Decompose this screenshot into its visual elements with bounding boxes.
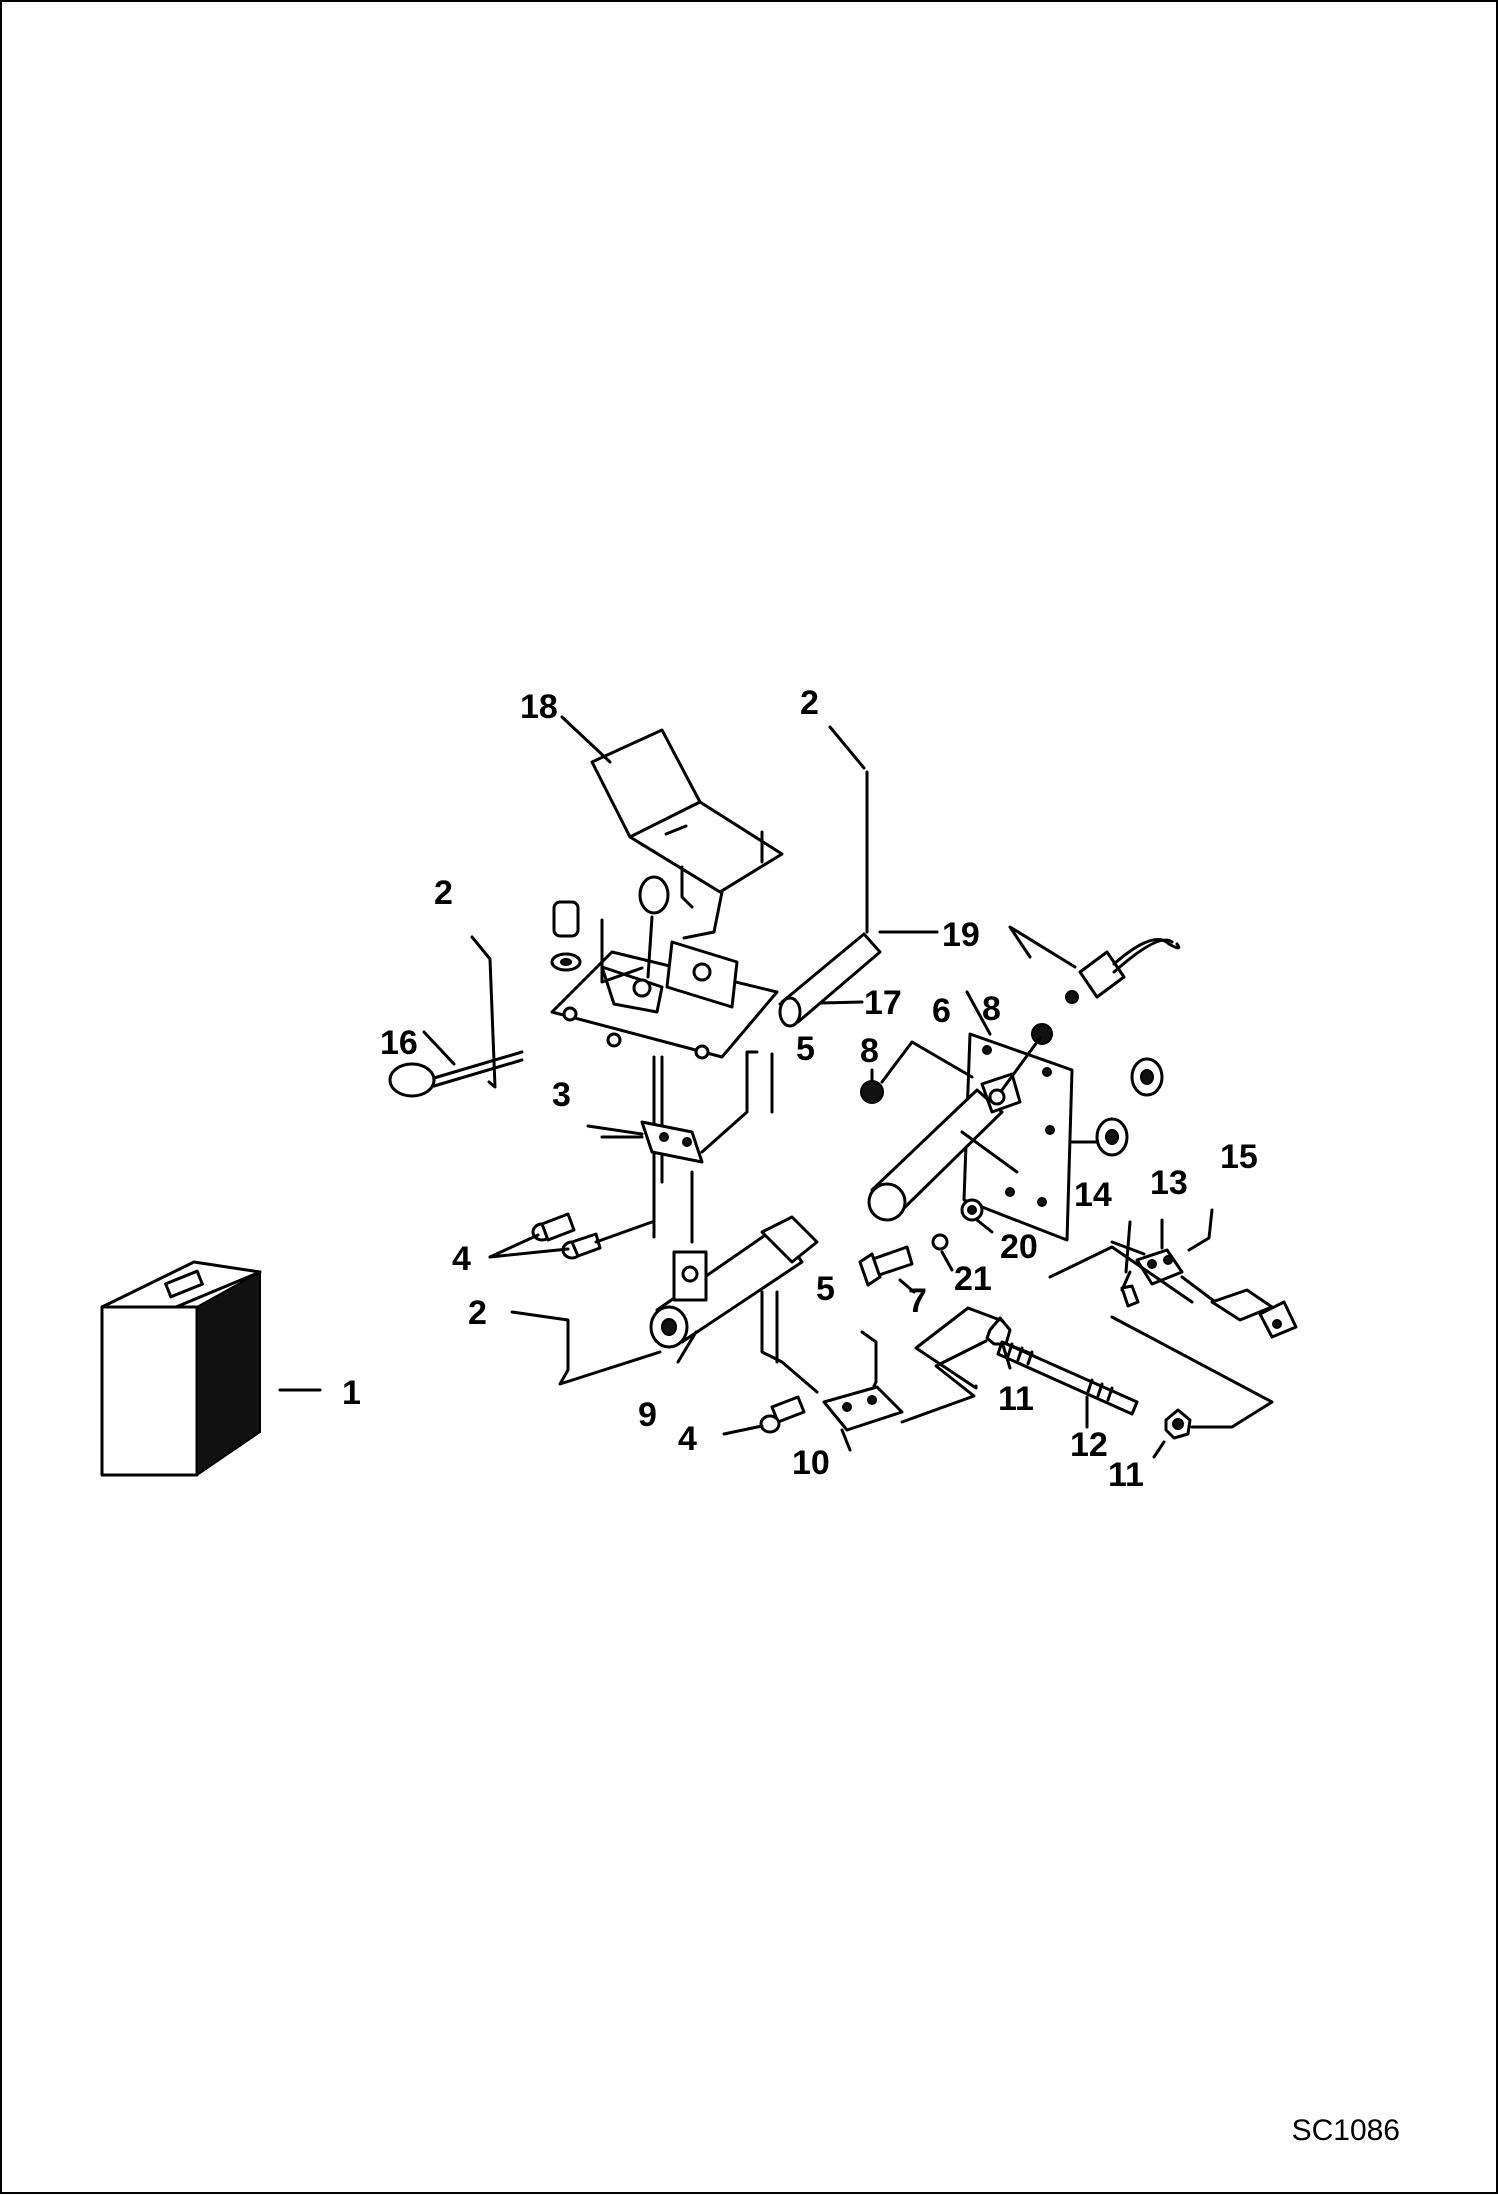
callout-19: 19 <box>942 916 980 954</box>
callout-16: 16 <box>380 1024 418 1062</box>
part-1-box <box>100 1260 322 1477</box>
part-17-bracket <box>550 865 864 1239</box>
part-3-clevis <box>586 1050 774 1244</box>
callout-2-left: 2 <box>434 874 453 912</box>
callout-20: 20 <box>1000 1228 1038 1266</box>
part-18-pedal <box>560 715 784 940</box>
callout-14: 14 <box>1074 1176 1112 1214</box>
drawing-code: SC1086 <box>1291 2114 1400 2147</box>
leader-2c <box>510 1310 662 1386</box>
callout-2-lower: 2 <box>468 1294 487 1332</box>
leader-2a <box>470 935 497 1089</box>
callout-12: 12 <box>1070 1426 1108 1464</box>
part-7-bolt <box>858 1187 1015 1294</box>
callout-15: 15 <box>1220 1138 1258 1176</box>
callout-7: 7 <box>908 1282 927 1320</box>
callout-5-lower: 5 <box>816 1270 835 1308</box>
part-4-bolts <box>488 1212 654 1260</box>
callout-8-upper: 8 <box>982 990 1001 1028</box>
callout-8-lower: 8 <box>860 1032 879 1070</box>
callout-3: 3 <box>552 1076 571 1114</box>
callout-1: 1 <box>342 1374 361 1412</box>
callout-13: 13 <box>1150 1164 1188 1202</box>
bushings <box>1095 1057 1164 1157</box>
callout-11-upper: 11 <box>998 1380 1034 1418</box>
callout-17: 17 <box>864 984 902 1022</box>
part-10-clevis <box>722 1330 988 1452</box>
part-6-plate <box>867 990 1104 1242</box>
callout-6: 6 <box>932 992 951 1030</box>
part-12-rod <box>914 1306 1274 1459</box>
callout-4-lower: 4 <box>678 1420 697 1458</box>
part-16-pin <box>388 1030 524 1098</box>
part-8-nuts <box>860 925 1181 1104</box>
callout-5-upper: 5 <box>796 1030 815 1068</box>
callout-21: 21 <box>954 1260 992 1298</box>
part-9-lever <box>649 1215 819 1394</box>
part-19-tube <box>778 725 939 1028</box>
callout-11-lower: 11 <box>1108 1456 1144 1494</box>
callout-9: 9 <box>638 1396 657 1434</box>
callout-labels: 1 2 2 2 3 4 4 5 5 6 7 8 8 9 10 11 11 12 … <box>342 684 1258 1494</box>
callout-2-top: 2 <box>800 684 819 722</box>
callout-10: 10 <box>792 1444 830 1482</box>
callout-4-upper: 4 <box>452 1240 471 1278</box>
callout-18: 18 <box>520 688 558 726</box>
part-13-switch <box>1048 1208 1298 1339</box>
